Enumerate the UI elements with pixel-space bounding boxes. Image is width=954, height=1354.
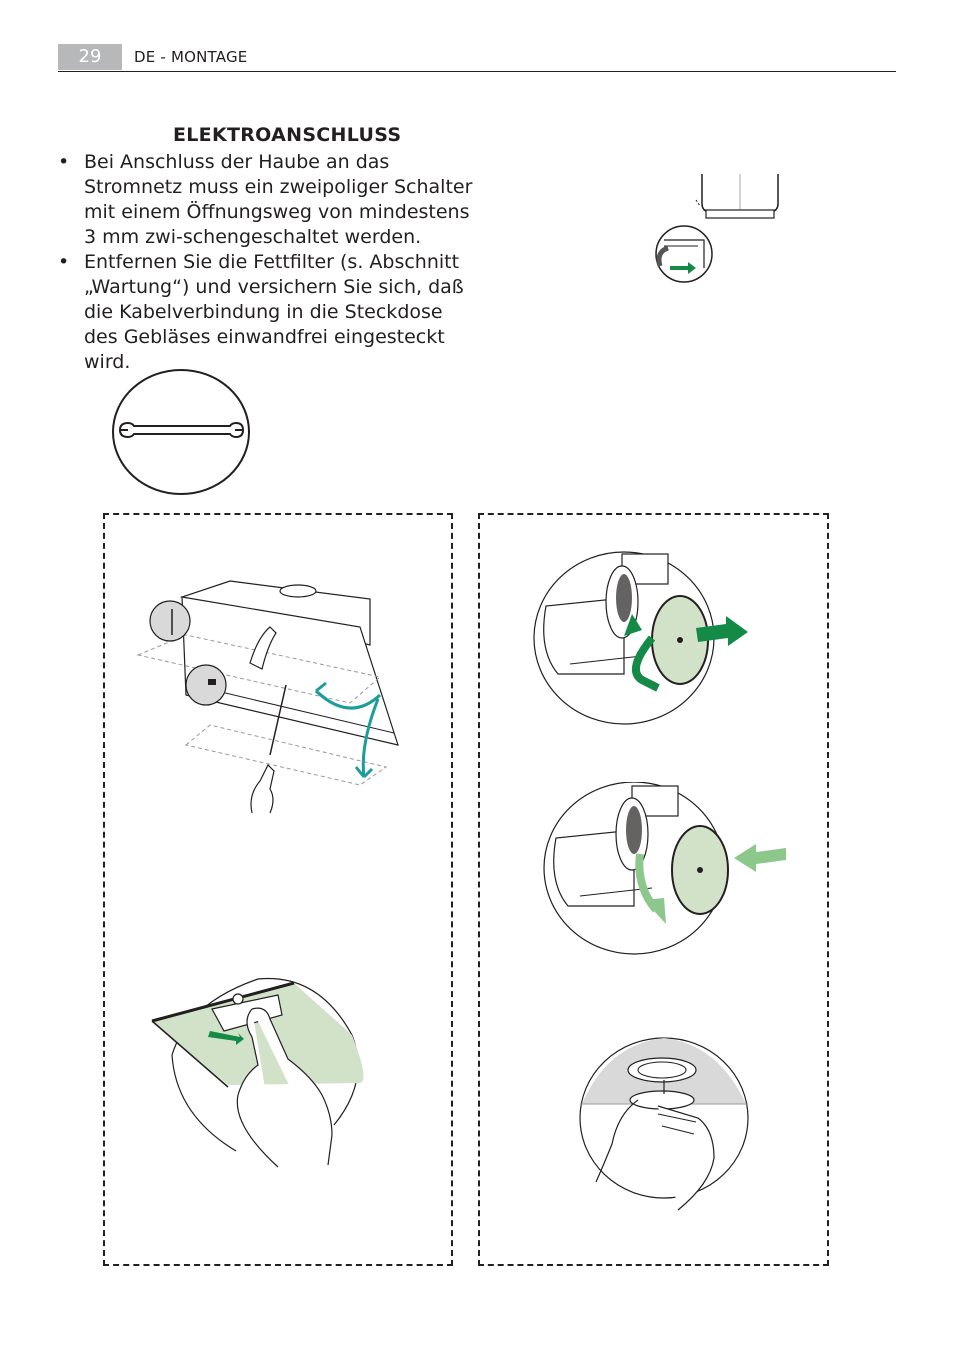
page-header: 29 DE - MONTAGE <box>58 44 896 72</box>
list-item: • Bei Anschluss der Haube an das Stromne… <box>58 150 478 250</box>
wrench-icon <box>112 369 250 495</box>
bullet-icon: • <box>58 251 70 273</box>
right-figure-panel <box>478 513 829 1266</box>
hood-connector-illustration <box>655 174 779 283</box>
instruction-list: • Bei Anschluss der Haube an das Stromne… <box>58 150 478 375</box>
list-item-text: Bei Anschluss der Haube an das Stromnetz… <box>84 151 473 248</box>
section-title: DE - MONTAGE <box>134 48 248 66</box>
filter-latch-press-illustration <box>151 977 364 1168</box>
bullet-icon: • <box>58 151 70 173</box>
section-heading: ELEKTROANSCHLUSS <box>173 124 402 146</box>
carbon-filter-insertion-illustration <box>543 782 786 955</box>
carbon-filter-removal-illustration <box>533 551 748 725</box>
filter-knob-turning-illustration <box>579 1037 749 1211</box>
list-item: • Entfernen Sie die Fettfilter (s. Absch… <box>58 250 478 375</box>
hood-filter-removal-illustration <box>136 580 399 814</box>
list-item-text: Entfernen Sie die Fettfilter (s. Abschni… <box>84 251 464 373</box>
page-number: 29 <box>58 44 122 70</box>
left-figure-panel <box>103 513 453 1266</box>
